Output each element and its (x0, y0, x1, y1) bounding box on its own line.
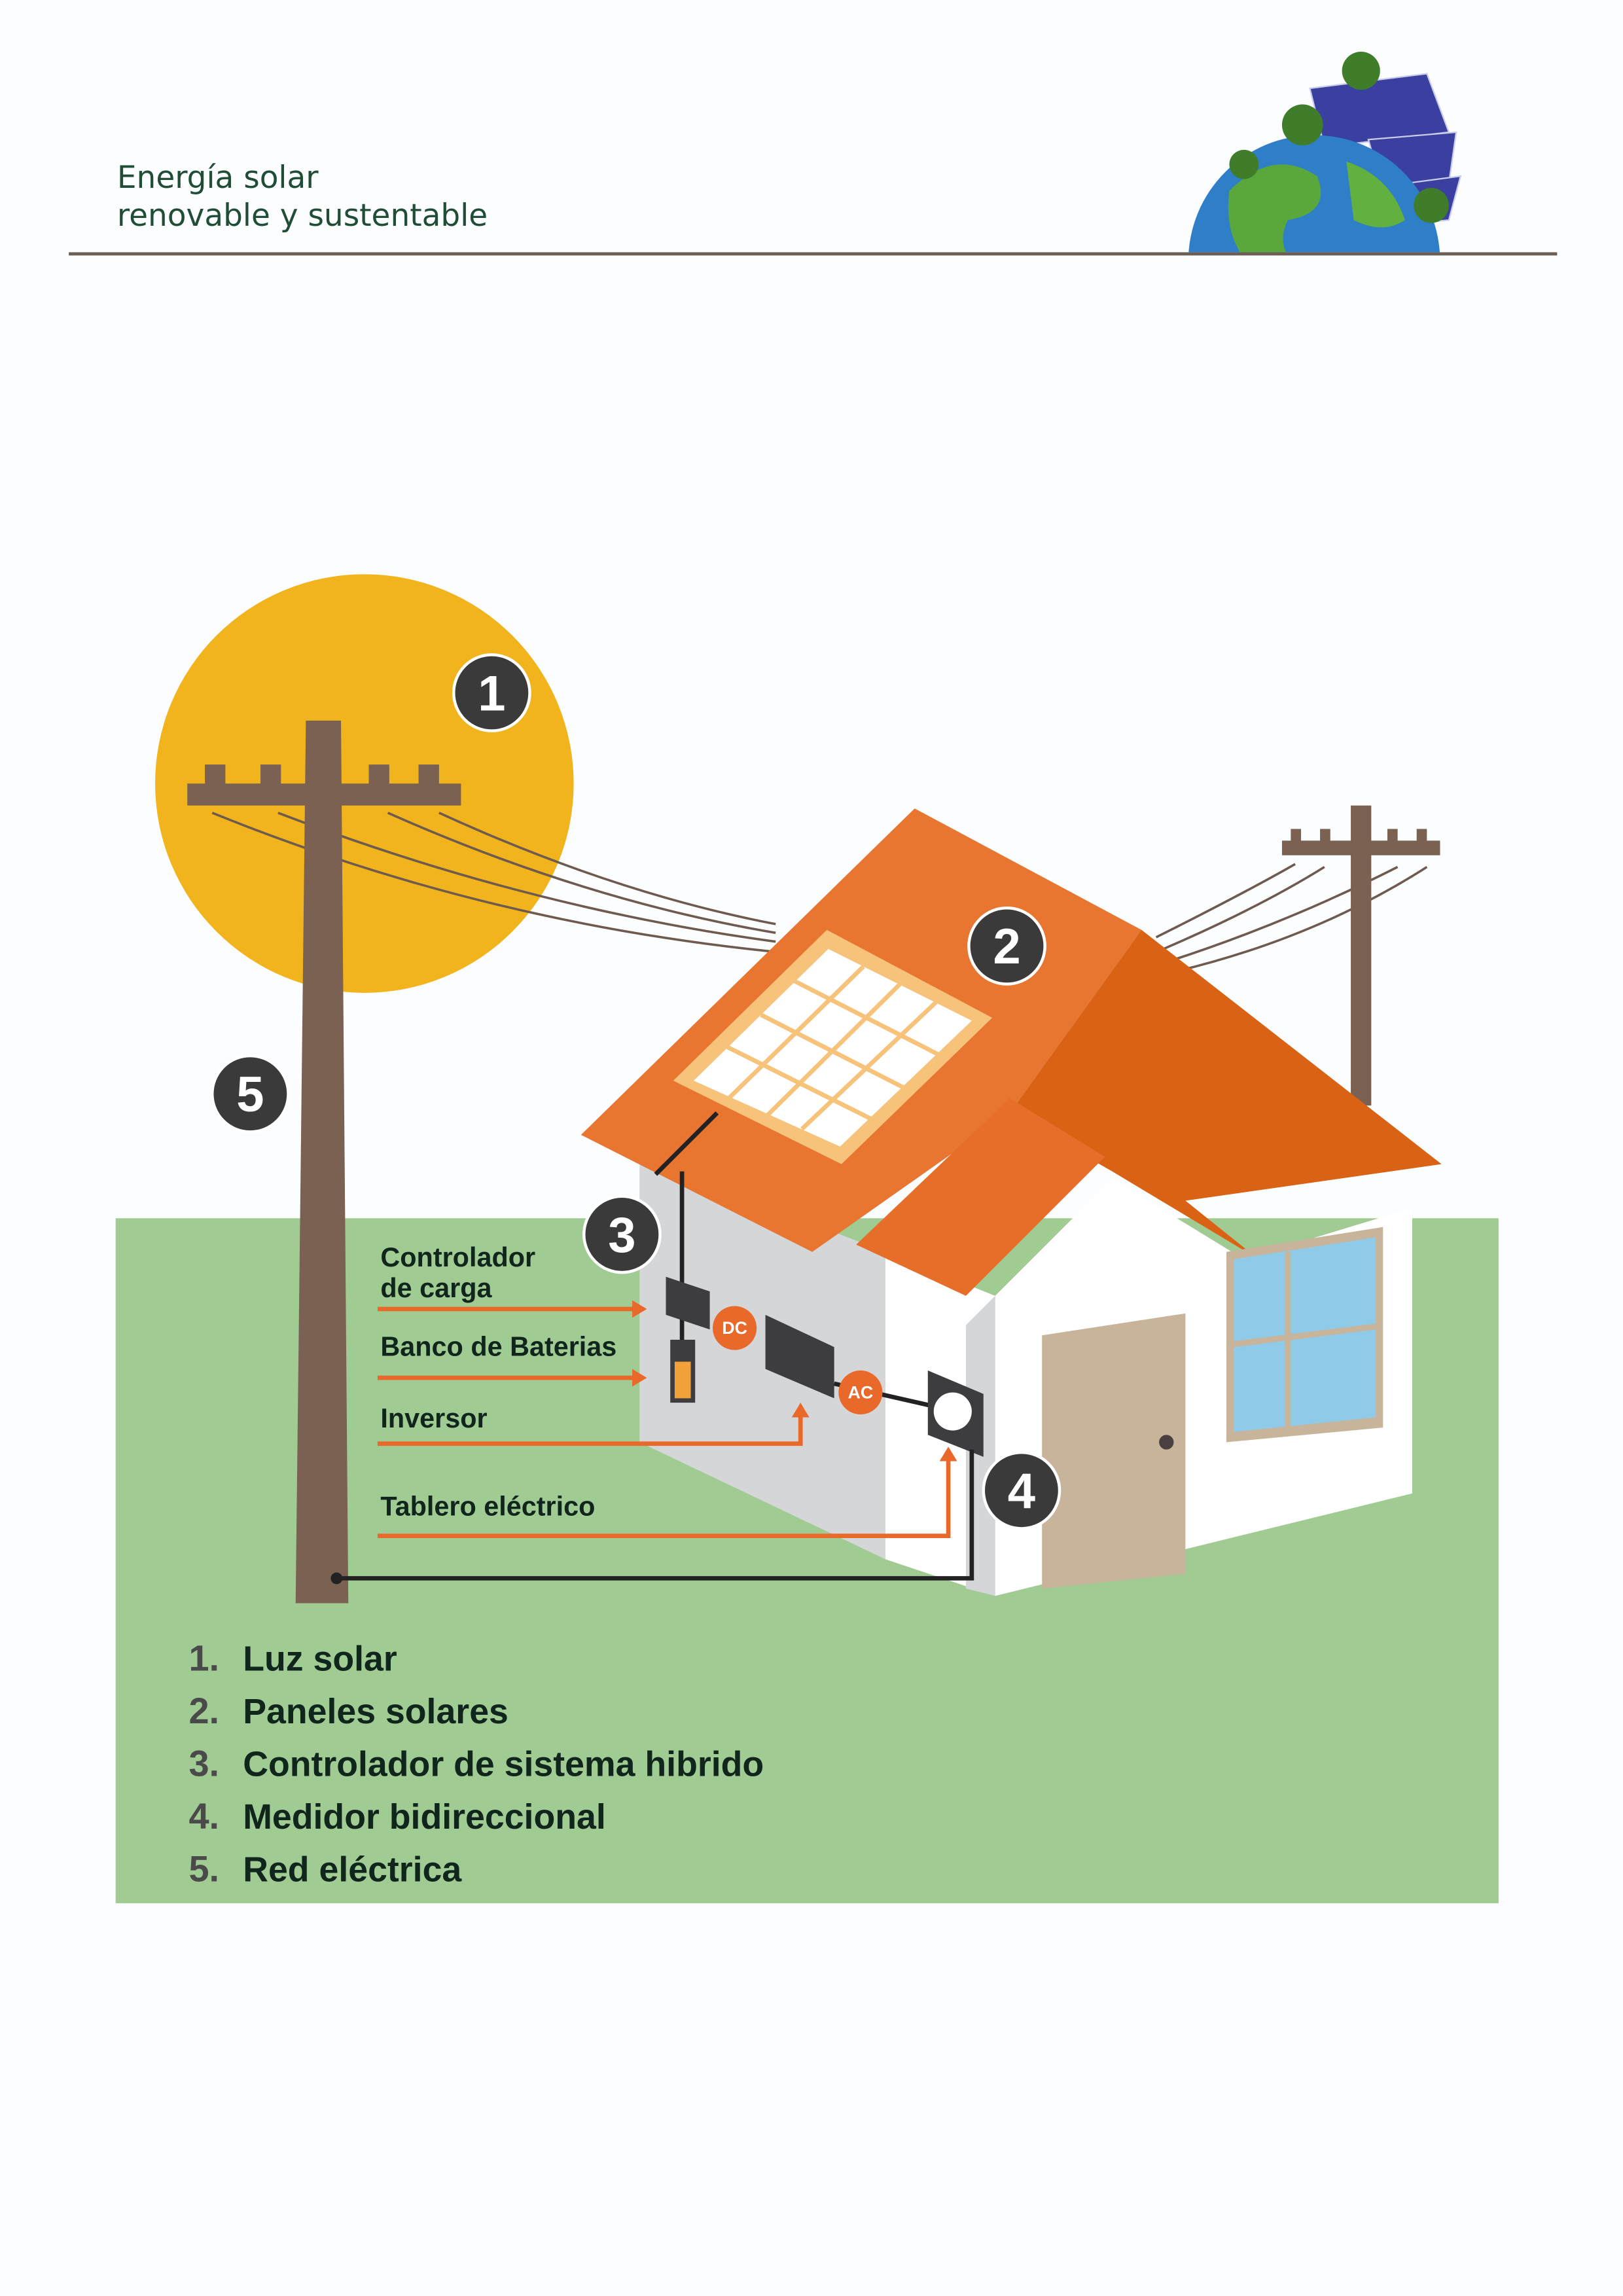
door (1042, 1313, 1186, 1589)
power-wires (211, 812, 1428, 973)
badge-2: 2 (967, 906, 1046, 986)
callout-controller-2: de carga (380, 1273, 492, 1303)
callout-controller-1: Controlador (380, 1242, 535, 1272)
solar-panel (673, 929, 993, 1164)
dc-tag: DC (722, 1318, 747, 1338)
charge-controller (666, 1276, 710, 1330)
panel-cable (654, 1111, 719, 1176)
legend-num: 1. (188, 1637, 219, 1678)
badge-4: 4 (982, 1450, 1061, 1530)
callout-inverter: Inversor (380, 1403, 487, 1433)
ac-tag: AC (848, 1382, 874, 1402)
legend-item: Luz solar (243, 1639, 397, 1678)
utility-pole-right (1281, 805, 1440, 1106)
inverter (765, 1314, 834, 1399)
legend-item: Medidor bidireccional (243, 1797, 606, 1837)
badge-1: 1 (452, 653, 531, 732)
legend-item: Paneles solares (243, 1692, 508, 1731)
svg-text:2: 2 (993, 919, 1020, 975)
badge-5: 5 (211, 1054, 290, 1134)
globe-logo (1188, 52, 1462, 253)
svg-text:1: 1 (478, 666, 505, 721)
window (1226, 1227, 1383, 1443)
system-devices: DC AC (330, 1171, 984, 1585)
legend: 1. Luz solar 2. Paneles solares 3. Contr… (188, 1637, 764, 1889)
callout-panel: Tablero eléctrico (380, 1491, 595, 1521)
svg-text:4: 4 (1008, 1463, 1035, 1519)
callouts: Controlador de carga Banco de Baterias I… (377, 1242, 957, 1538)
header-divider (69, 252, 1558, 256)
legend-num: 4. (188, 1795, 219, 1837)
legend-num: 3. (188, 1742, 219, 1784)
legend-item: Red eléctrica (243, 1850, 462, 1889)
legend-item: Controlador de sistema hibrido (243, 1744, 764, 1784)
header-title-line2: renovable y sustentable (117, 198, 488, 234)
header-title-line1: Energía solar (117, 160, 319, 196)
legend-num: 2. (188, 1690, 219, 1731)
legend-num: 5. (188, 1848, 219, 1889)
svg-text:3: 3 (608, 1208, 635, 1263)
utility-pole-left (187, 721, 461, 1604)
svg-text:5: 5 (236, 1067, 264, 1122)
badge-3: 3 (582, 1194, 662, 1274)
callout-batteries: Banco de Baterias (380, 1332, 616, 1362)
